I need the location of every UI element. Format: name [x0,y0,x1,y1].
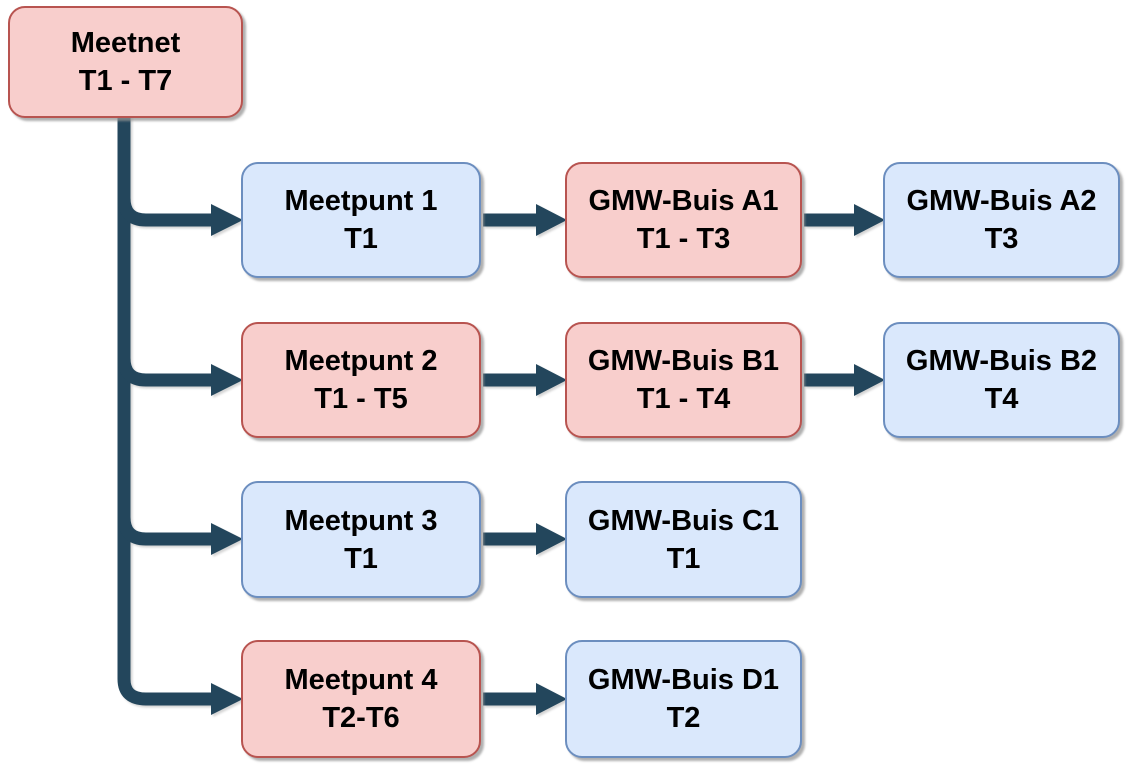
edge-meetnet-to-meetpunt2 [117,357,212,387]
node-meetpunt2: Meetpunt 2 T1 - T5 [241,322,481,438]
node-meetnet-label: Meetnet [70,27,181,59]
arrowhead-meetpunt3 [211,523,243,555]
node-meetpunt4-text: Meetpunt 4 T2-T6 [284,661,437,737]
node-gmw-buis-d1-text: GMW-Buis D1 T2 [588,661,779,737]
node-meetpunt1-label: Meetpunt 1 [284,185,438,217]
node-meetpunt2-sublabel: T1 - T5 [314,383,408,415]
edge-meetnet-to-meetpunt3 [117,516,212,546]
arrowhead-gmw-a1 [536,204,567,236]
edge-meetnet-trunk-to-meetpunt4 [117,112,212,706]
arrowhead-gmw-b2 [854,364,885,396]
node-meetpunt1-sublabel: T1 [344,223,378,255]
node-gmw-buis-a1: GMW-Buis A1 T1 - T3 [565,162,802,278]
node-gmw-buis-a1-label: GMW-Buis A1 [588,185,779,217]
node-gmw-buis-a2: GMW-Buis A2 T3 [883,162,1120,278]
arrowhead-meetpunt1 [211,204,243,236]
node-meetpunt4-label: Meetpunt 4 [284,664,438,696]
node-meetpunt2-text: Meetpunt 2 T1 - T5 [284,342,437,418]
node-gmw-buis-c1-text: GMW-Buis C1 T1 [588,502,779,578]
node-meetpunt4: Meetpunt 4 T2-T6 [241,640,481,758]
node-gmw-buis-a2-sublabel: T3 [984,223,1019,255]
node-gmw-buis-b1: GMW-Buis B1 T1 - T4 [565,322,802,438]
arrowhead-meetpunt4 [211,683,243,715]
node-gmw-buis-a1-sublabel: T1 - T3 [636,223,731,255]
node-meetnet: Meetnet T1 - T7 [8,6,243,118]
node-gmw-buis-b2-text: GMW-Buis B2 T4 [906,342,1097,418]
arrowhead-gmw-b1 [536,364,567,396]
arrowhead-gmw-c1 [536,523,567,555]
node-meetpunt1: Meetpunt 1 T1 [241,162,481,278]
node-gmw-buis-b1-label: GMW-Buis B1 [587,345,780,377]
node-gmw-buis-b1-text: GMW-Buis B1 T1 - T4 [588,342,779,418]
arrowhead-gmw-a2 [854,204,885,236]
node-gmw-buis-c1-label: GMW-Buis C1 [587,504,780,537]
node-meetpunt3: Meetpunt 3 T1 [241,481,481,598]
node-meetpunt3-label: Meetpunt 3 [284,504,438,537]
node-meetnet-sublabel: T1 - T7 [78,65,173,97]
arrowhead-meetpunt2 [211,364,243,396]
node-gmw-buis-b2: GMW-Buis B2 T4 [883,322,1120,438]
node-gmw-buis-b2-sublabel: T4 [984,383,1019,415]
arrowhead-gmw-d1 [536,683,567,715]
node-gmw-buis-d1-label: GMW-Buis D1 [587,664,780,696]
node-gmw-buis-d1-sublabel: T2 [666,702,701,734]
node-meetnet-text: Meetnet T1 - T7 [71,24,181,100]
edge-meetnet-to-meetpunt1 [117,197,212,227]
node-gmw-buis-d1: GMW-Buis D1 T2 [565,640,802,758]
node-gmw-buis-b1-sublabel: T1 - T4 [636,383,731,415]
node-meetpunt4-sublabel: T2-T6 [322,702,400,734]
node-gmw-buis-c1: GMW-Buis C1 T1 [565,481,802,598]
node-meetpunt3-text: Meetpunt 3 T1 [284,502,437,578]
node-meetpunt1-text: Meetpunt 1 T1 [284,182,437,258]
node-gmw-buis-b2-label: GMW-Buis B2 [905,345,1098,377]
node-gmw-buis-a2-text: GMW-Buis A2 T3 [906,182,1096,258]
node-meetpunt2-label: Meetpunt 2 [284,345,438,377]
node-gmw-buis-c1-sublabel: T1 [666,542,701,575]
node-gmw-buis-a2-label: GMW-Buis A2 [906,185,1097,217]
node-gmw-buis-a1-text: GMW-Buis A1 T1 - T3 [588,182,778,258]
node-meetpunt3-sublabel: T1 [344,542,378,575]
